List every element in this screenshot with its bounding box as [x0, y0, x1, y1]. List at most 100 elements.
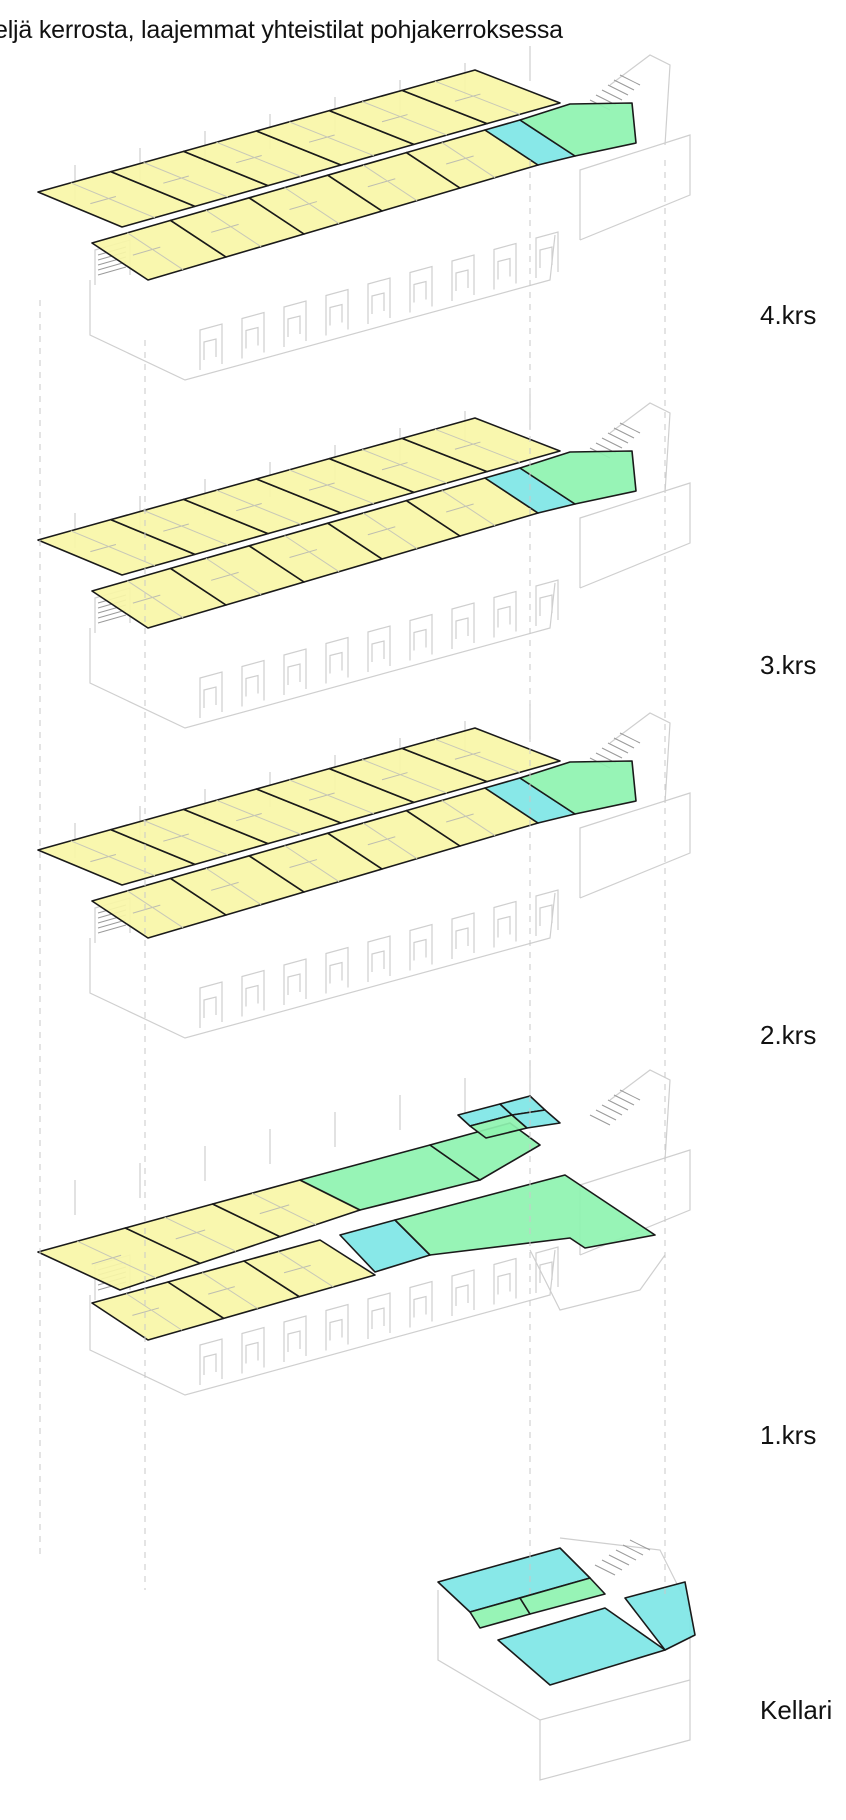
stair-step [601, 89, 623, 101]
room-partition [446, 813, 474, 823]
room-partition [143, 510, 229, 546]
room-partition [367, 178, 396, 188]
wall-bay [367, 625, 391, 672]
room-partition [132, 246, 161, 256]
window-frame [539, 1261, 553, 1283]
room-partition [216, 799, 302, 835]
floor-plate-1krs [37, 1061, 691, 1396]
window-frame [497, 1272, 511, 1295]
room-partition [434, 738, 521, 773]
room-partition [289, 201, 318, 211]
residential-unit-top-module [401, 417, 561, 473]
window-frame [455, 269, 469, 291]
stair-step [629, 1539, 651, 1551]
window-frame [287, 973, 301, 995]
wall-bay [283, 648, 307, 695]
residential-unit-bottom-slab [243, 1239, 376, 1298]
stair-step [97, 614, 127, 624]
room-partition [259, 1204, 290, 1215]
room-partition [163, 523, 189, 532]
wall-bay [409, 613, 433, 661]
room-partition [91, 1254, 122, 1265]
room-partition [77, 1240, 157, 1279]
room-partition [441, 142, 496, 179]
window-frame [287, 1330, 301, 1352]
stair-core [609, 54, 671, 146]
wall-bay [493, 242, 517, 290]
room-partition [205, 209, 262, 248]
stair-step [595, 1109, 617, 1121]
room-partition [163, 175, 189, 184]
tower-wall [579, 482, 691, 589]
room-partition [127, 580, 184, 619]
wall-bay [283, 1315, 307, 1362]
common-room [519, 102, 637, 157]
window-frame [245, 984, 259, 1007]
wall-bay [325, 946, 349, 994]
room-partition [70, 840, 156, 877]
room-partition [208, 1286, 235, 1295]
stair-step [601, 1104, 623, 1116]
room-partition [70, 530, 156, 567]
wall-bay [325, 1303, 349, 1351]
room-partition [446, 155, 474, 165]
wall-bay [493, 900, 517, 948]
wall-bay [199, 1338, 223, 1385]
residential-unit-top-module [401, 727, 561, 783]
wall-bay [325, 636, 349, 684]
floor-label-1krs: 1.krs [760, 1420, 817, 1450]
wall-bay [409, 265, 433, 313]
wall-bay [367, 277, 391, 324]
room-partition [90, 854, 117, 863]
window-frame [539, 904, 553, 926]
stair-step [615, 1549, 637, 1561]
window-frame [203, 1353, 217, 1375]
room-partition [132, 904, 161, 914]
window-frame [329, 651, 343, 674]
window-frame [413, 628, 427, 651]
window-frame [329, 1318, 343, 1341]
room-partition [362, 822, 418, 860]
wall-bay [493, 1257, 517, 1305]
room-partition [367, 526, 396, 536]
window-frame [413, 1295, 427, 1318]
window-frame [497, 605, 511, 628]
window-frame [413, 938, 427, 961]
wall-bay [367, 1292, 391, 1339]
stair-step [613, 427, 635, 439]
shelter-room [497, 1607, 666, 1686]
stair-step [594, 1564, 616, 1576]
room-partition [284, 845, 340, 883]
window-frame [497, 257, 511, 280]
window-frame [329, 303, 343, 326]
room-partition [205, 557, 262, 596]
wall-bay [241, 659, 265, 707]
room-partition [127, 890, 184, 929]
stair-step [619, 732, 641, 744]
wall-bay [283, 958, 307, 1005]
wall-bay [409, 1280, 433, 1328]
room-partition [216, 489, 302, 525]
room-partition [361, 449, 448, 484]
room-partition [381, 114, 408, 123]
room-partition [454, 441, 481, 450]
wall-bay [451, 602, 475, 649]
room-partition [308, 134, 335, 143]
room-partition [211, 223, 239, 233]
stair-step [613, 1094, 635, 1106]
wall-bay [325, 288, 349, 336]
room-partition [216, 141, 302, 177]
window-frame [245, 326, 259, 349]
stair-step [97, 924, 127, 934]
tower-wall [579, 134, 691, 241]
room-partition [362, 164, 418, 202]
residential-unit-bottom-module [326, 499, 461, 560]
stair-step [601, 747, 623, 759]
window-frame [287, 315, 301, 337]
stair-step [619, 74, 641, 86]
room-partition [289, 549, 318, 559]
room-partition [201, 1272, 258, 1310]
room-partition [90, 544, 117, 553]
floor-label-4krs: 4.krs [760, 300, 817, 330]
